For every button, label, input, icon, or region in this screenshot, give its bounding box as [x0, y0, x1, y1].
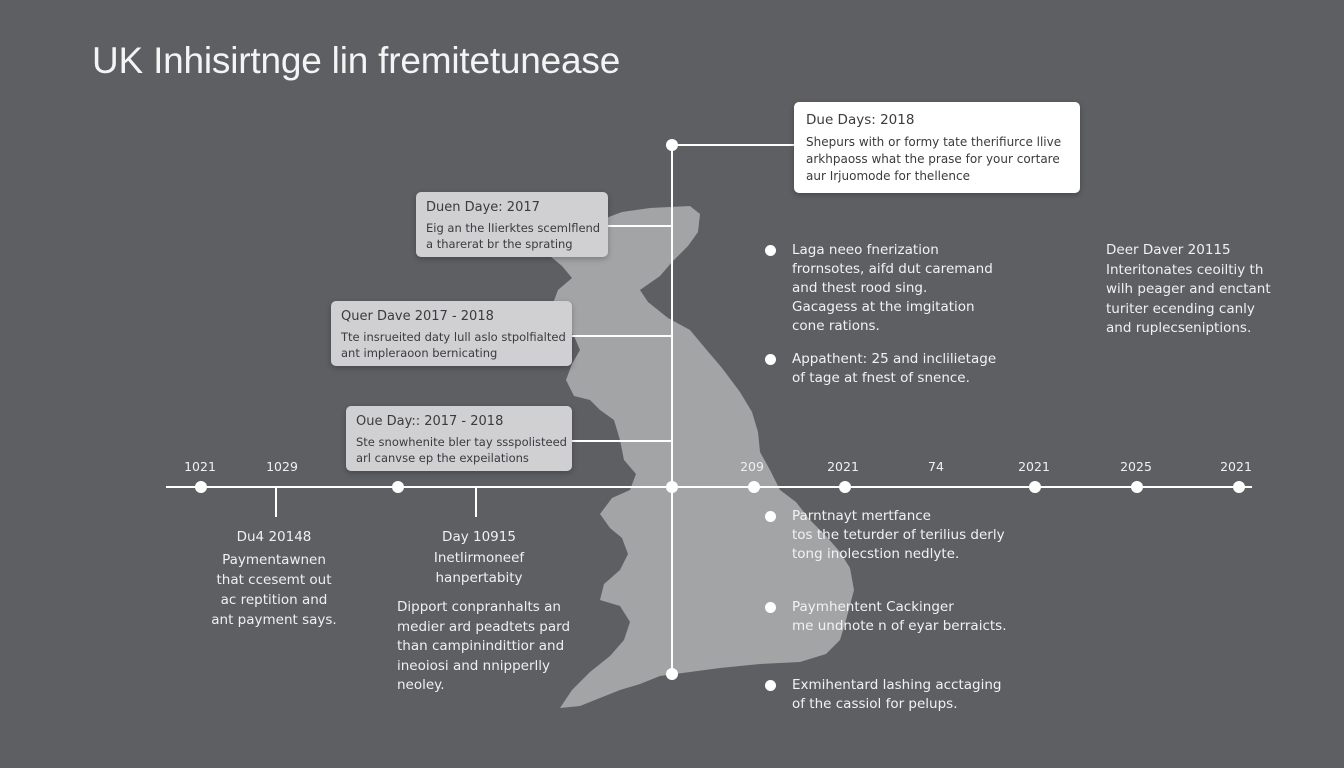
bullet-line: cone rations. [792, 318, 880, 334]
event-card-2017-2018-a[interactable]: Quer Dave 2017 - 2018 Tte insrueited dat… [331, 301, 572, 366]
timeline-tick-label: 1021 [184, 459, 216, 474]
bullet-line: and thest rood sing. [792, 280, 928, 296]
bullet-item: Paymhentent Cackinger me undnote n of ey… [765, 598, 1007, 636]
bullet-line: Parntnayt mertfance [792, 508, 931, 524]
event-card-line: Ste snowhenite bler tay ssspolisteed [356, 435, 567, 449]
paragraph-line: neoley. [397, 677, 445, 693]
timeline-tick-label: 2021 [1018, 459, 1050, 474]
bullet-item: Laga neeo fnerization frornsotes, aifd d… [765, 241, 993, 336]
bullet-line: me undnote n of eyar berraicts. [792, 618, 1007, 634]
event-card-title: Quer Dave 2017 - 2018 [341, 309, 494, 324]
lower-left-heading: Du4 20148 [236, 529, 312, 545]
timeline-tick-label: 2021 [1220, 459, 1252, 474]
timeline-nodes [195, 139, 1245, 680]
event-card-2017-2018-b[interactable]: Oue Day:: 2017 - 2018 Ste snowhenite ble… [346, 406, 572, 471]
event-card-line: Eig an the lIierktes scemlflend [426, 221, 601, 235]
bullet-line: Paymhentent Cackinger [792, 599, 954, 615]
bullet-dot-icon [765, 245, 776, 256]
bullet-line: Gacagess at the imgitation [792, 299, 975, 315]
event-card-line: a tharerat br the sprating [426, 237, 573, 251]
bullet-line: Laga neeo fnerization [792, 242, 939, 258]
bullet-item: Appathent: 25 and inclilietage of tage a… [765, 350, 996, 388]
bullet-line: tos the teturder of terilius derly [792, 527, 1005, 543]
uk-map-shape [550, 206, 854, 708]
bullet-dot-icon [765, 680, 776, 691]
bullet-item: Parntnayt mertfance tos the teturder of … [765, 507, 1005, 564]
far-right-heading: Deer Daver 20115 [1106, 242, 1231, 258]
event-card-line: arl canvse ep the expeilations [356, 451, 529, 465]
bullet-line: of the cassiol for pelups. [792, 696, 958, 712]
timeline-tick-label: 209 [740, 459, 764, 474]
paragraph-line: than campinindittior and [397, 638, 565, 654]
bullet-line: of tage at fnest of snence. [792, 370, 970, 386]
bullet-line: tong inolecstion nedlyte. [792, 546, 960, 562]
highlight-card-title: Due Days: 2018 [806, 112, 915, 128]
bullet-dot-icon [765, 602, 776, 613]
lower-mid-paragraph: Dipport conpranhalts an medier ard peadt… [397, 598, 570, 696]
event-card-title: Oue Day:: 2017 - 2018 [356, 414, 504, 429]
far-right-block: Deer Daver 20115 Interitonates ceoiltiy … [1106, 241, 1271, 339]
far-right-line: Interitonates ceoiltiy th [1106, 261, 1264, 278]
paragraph-line: ineoiosi and nnipperlly [397, 657, 550, 674]
lower-mid-block: Day 10915 Inetlirmoneef hanpertabity [434, 527, 524, 588]
lower-left-line: Paymentawnen [222, 552, 326, 568]
highlight-card-line: aur Irjuomode for thellence [806, 169, 970, 183]
highlight-card[interactable]: Due Days: 2018 Shepurs with or formy tat… [794, 102, 1080, 193]
event-card-2017[interactable]: Duen Daye: 2017 Eig an the lIierktes sce… [416, 192, 608, 257]
lower-mid-heading: Day 10915 [442, 529, 516, 545]
bullet-dot-icon [765, 511, 776, 522]
highlight-card-line: arkhpaoss what the prase for your cortar… [806, 152, 1060, 166]
timeline-tick-label: 1029 [266, 459, 298, 474]
event-card-title: Duen Daye: 2017 [426, 200, 540, 215]
far-right-line: wilh peager and enctant [1106, 281, 1271, 297]
highlight-card-line: Shepurs with or formy tate therifiurce l… [806, 135, 1062, 149]
paragraph-line: Dipport conpranhalts an [397, 599, 561, 615]
bullet-dot-icon [765, 354, 776, 365]
page-title: UK Inhisirtnge lin fremitetunease [92, 40, 621, 81]
paragraph-line: medier ard peadtets pard [397, 618, 571, 635]
event-card-line: Tte insrueited daty lull aslo stpolfialt… [341, 330, 566, 344]
far-right-line: and ruplecseniptions. [1106, 320, 1252, 336]
timeline-tick-label: 2025 [1120, 459, 1152, 474]
far-right-line: turiter ecending canly [1106, 300, 1255, 317]
lower-left-line: that ccesemt out [216, 572, 332, 588]
lower-left-line: ant payment says. [211, 612, 337, 628]
bullet-item: Exmihentard lashing acctaging of the cas… [765, 676, 1002, 714]
bullet-line: frornsotes, aifd dut caremand [792, 261, 993, 277]
event-card-line: ant impleraoon bernicating [341, 346, 498, 360]
bullet-line: Exmihentard lashing acctaging [792, 677, 1002, 693]
timeline-tick-label: 2021 [827, 459, 859, 474]
lower-left-block: Du4 20148 Paymentawnen that ccesemt out … [211, 527, 336, 630]
bullet-line: Appathent: 25 and inclilietage [792, 351, 997, 367]
lower-mid-line: Inetlirmoneef [433, 550, 525, 566]
lower-mid-line: hanpertabity [435, 570, 523, 586]
timeline-tick-label: 74 [928, 459, 944, 474]
lower-left-line: ac reptition and [220, 592, 328, 608]
